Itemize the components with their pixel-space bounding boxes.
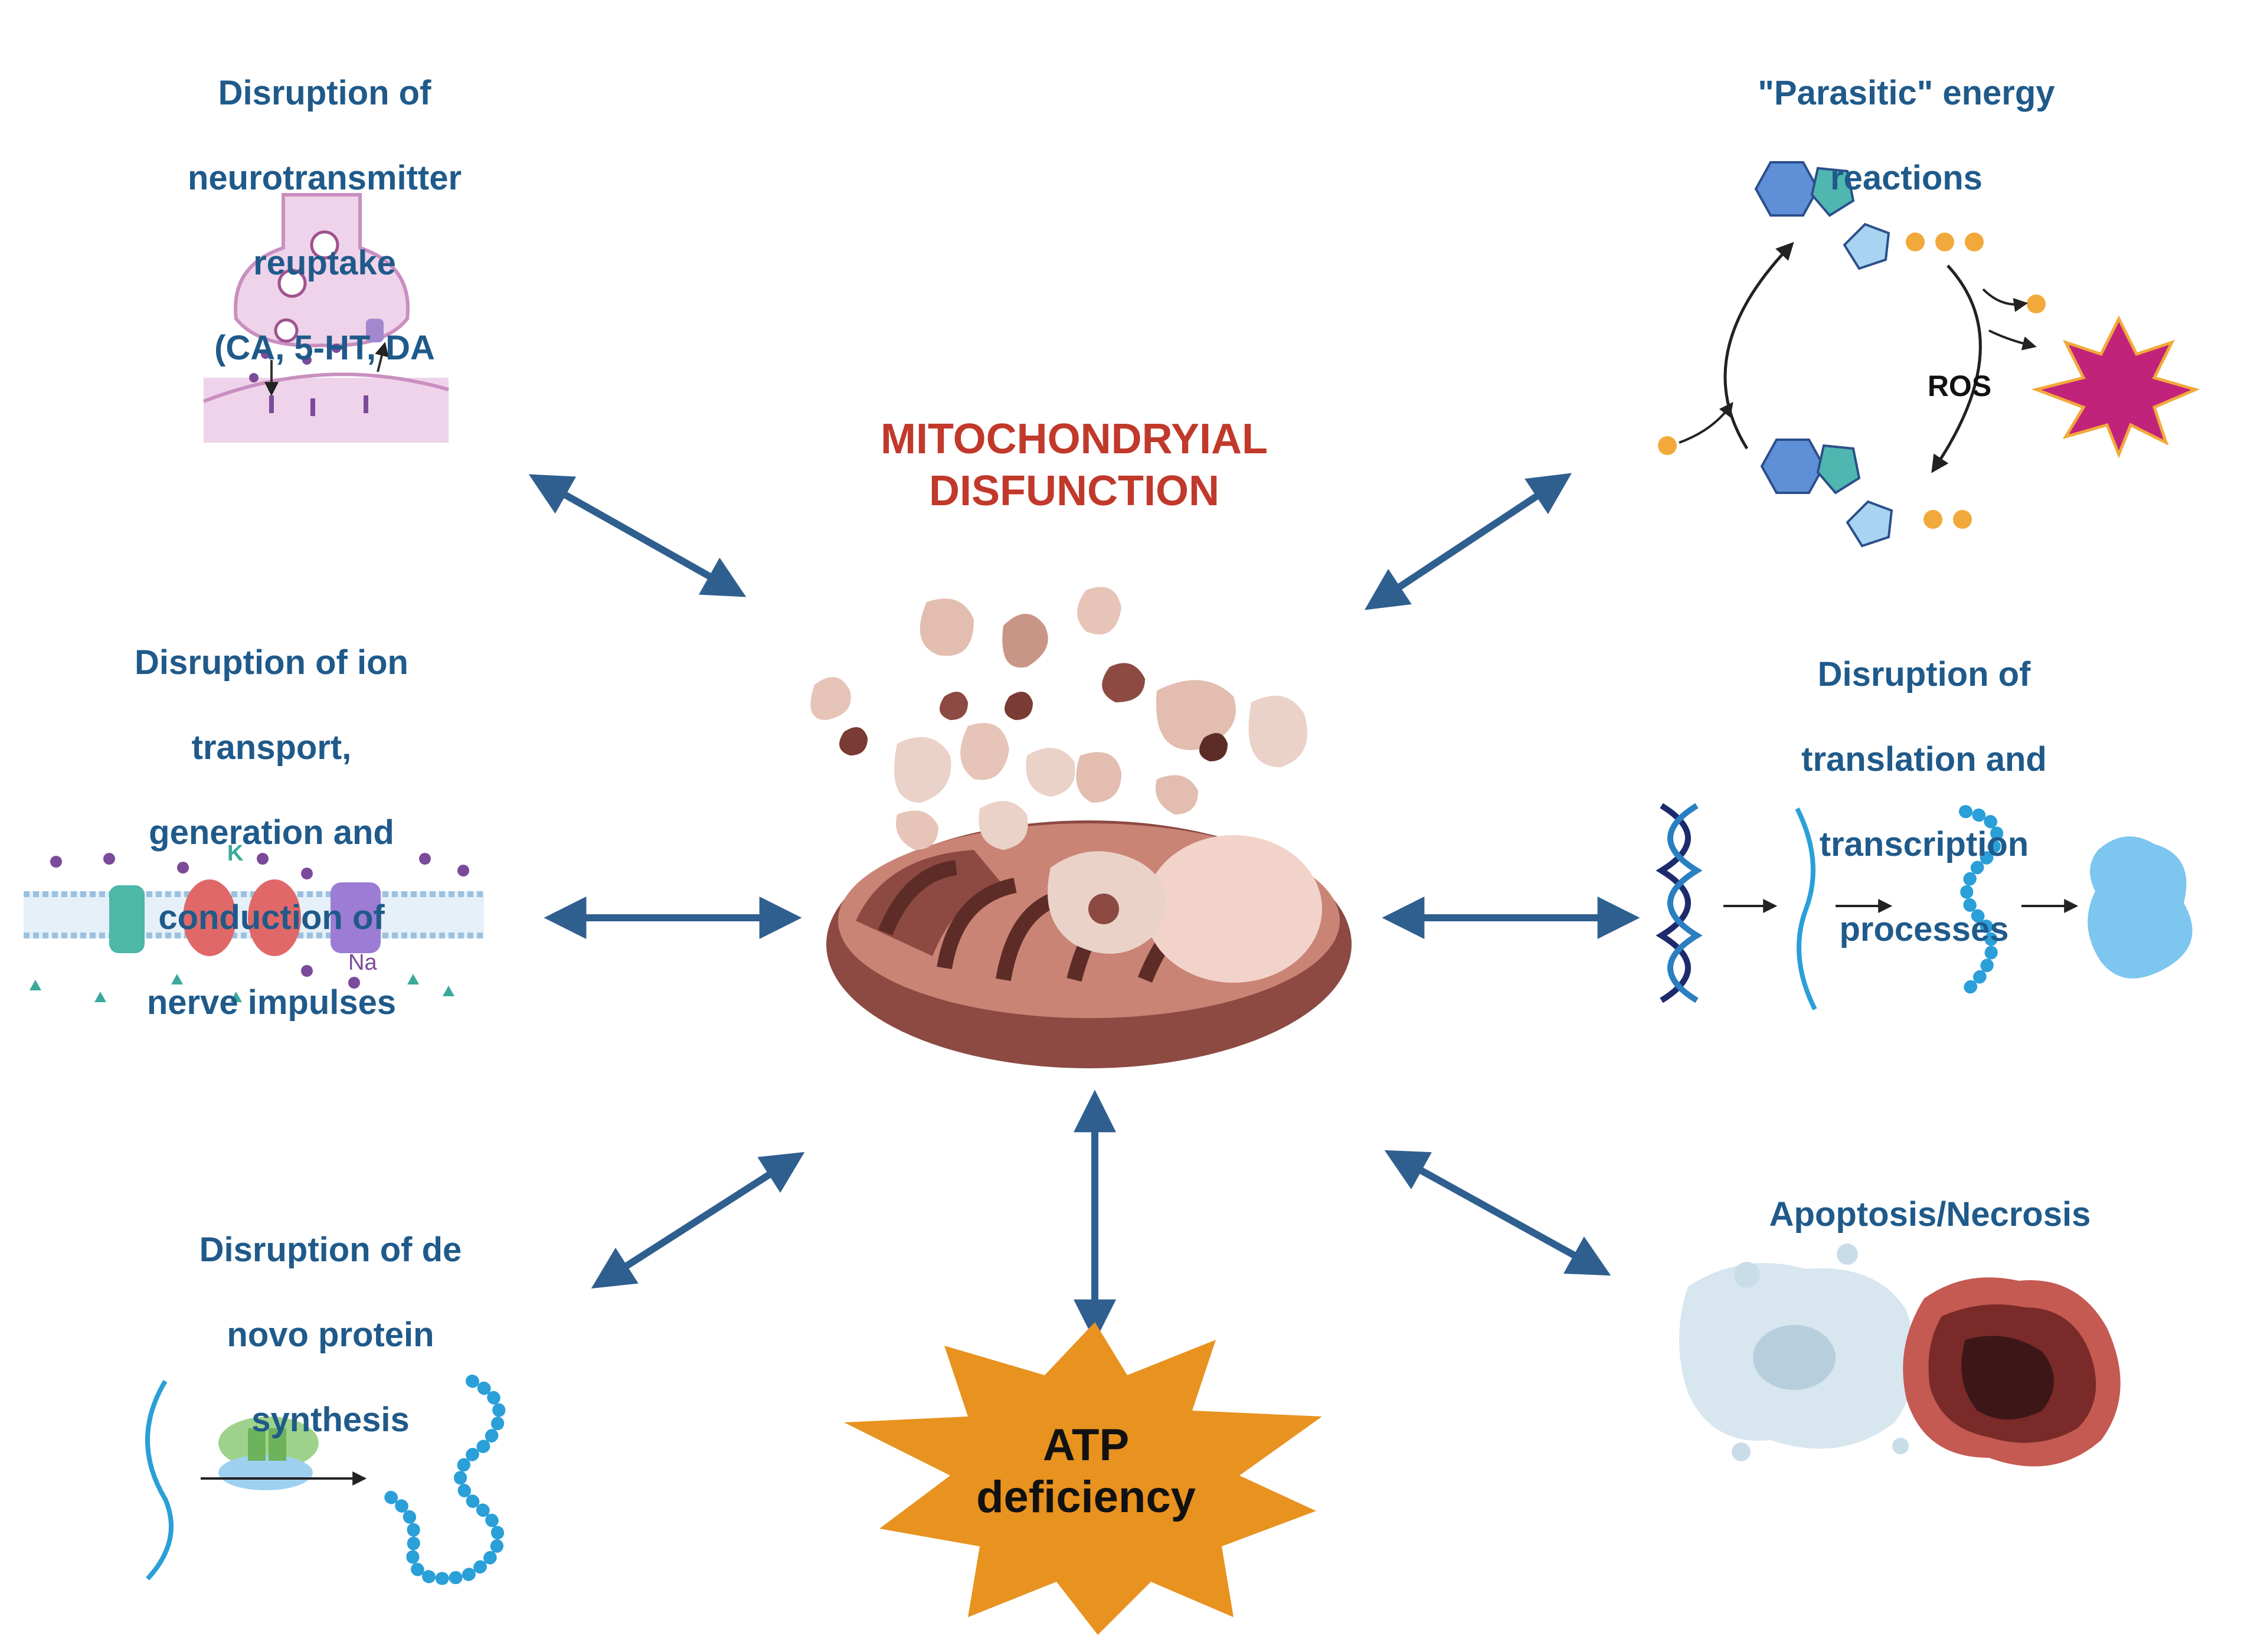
translation-label: Disruption of translation and transcript…: [1712, 611, 2137, 993]
ros-label: ROS: [1927, 369, 1992, 403]
denovo-line2: novo protein: [227, 1316, 434, 1354]
membrane-channel-icon: [24, 853, 484, 1002]
center-title: MITOCHONDRYIAL DISFUNCTION: [791, 413, 1357, 517]
synapse-icon: [202, 193, 449, 443]
translation-line1: Disruption of: [1817, 655, 2031, 693]
na-ion-label: Na: [348, 950, 377, 975]
apoptosis-label: Apoptosis/Necrosis: [1700, 1151, 2160, 1278]
center-title-line2: DISFUNCTION: [929, 467, 1219, 515]
center-title-line1: MITOCHONDRYIAL: [881, 416, 1268, 463]
necrotic-cell-icon: [1903, 1277, 2121, 1467]
dna-to-protein-icon: [1656, 803, 2193, 1010]
ribosome-icon: [145, 1375, 506, 1585]
translation-line3: transcription: [1819, 825, 2029, 863]
ion-line4: conduction of: [158, 898, 385, 937]
ion-line3: generation and: [149, 813, 394, 852]
arrow-denovo: [591, 1152, 805, 1289]
arrow-neurotransmitter: [528, 474, 747, 597]
ion-line5: nerve impulses: [146, 983, 397, 1022]
neurotransmitter-line1: Disruption of: [218, 74, 431, 112]
atp-label-line1: ATP: [1042, 1420, 1130, 1470]
atp-burst-icon: [844, 1322, 1322, 1635]
atp-cycle-icon: [1658, 161, 2046, 548]
neurotransmitter-line3: reuptake: [253, 244, 396, 282]
translation-line4: processes: [1839, 910, 2009, 948]
denovo-line3: synthesis: [251, 1401, 410, 1439]
denovo-line1: Disruption of de: [199, 1231, 462, 1269]
neurotransmitter-line2: neurotransmitter: [187, 159, 462, 197]
ros-burst-icon: [2031, 315, 2200, 459]
parasitic-line2: reactions: [1830, 159, 1983, 197]
ion-line1: Disruption of ion: [135, 643, 408, 682]
neurotransmitter-label: Disruption of neurotransmitter reuptake …: [112, 30, 537, 412]
arrow-apoptosis: [1384, 1150, 1611, 1276]
parasitic-line1: "Parasitic" energy: [1758, 74, 2055, 112]
neurotransmitter-line4: (CA, 5-HT, DA: [214, 329, 435, 367]
arrow-parasitic: [1364, 473, 1572, 610]
apoptotic-cell-icon: [1679, 1244, 1916, 1461]
atp-label-line2: deficiency: [976, 1472, 1196, 1522]
ion-line2: transport,: [191, 728, 352, 767]
k-ion-label: K: [227, 841, 244, 866]
denovo-label: Disruption of de novo protein synthesis: [118, 1186, 543, 1484]
connector-arrows: [528, 473, 1640, 1342]
ion-label: Disruption of ion transport, generation …: [59, 599, 484, 1067]
parasitic-label: "Parasitic" energy reactions: [1700, 30, 2113, 242]
translation-line2: translation and: [1801, 740, 2047, 778]
mitochondrion-icon: [810, 587, 1352, 1068]
atp-label: ATP deficiency: [921, 1419, 1251, 1523]
apoptosis-line1: Apoptosis/Necrosis: [1769, 1195, 2091, 1234]
